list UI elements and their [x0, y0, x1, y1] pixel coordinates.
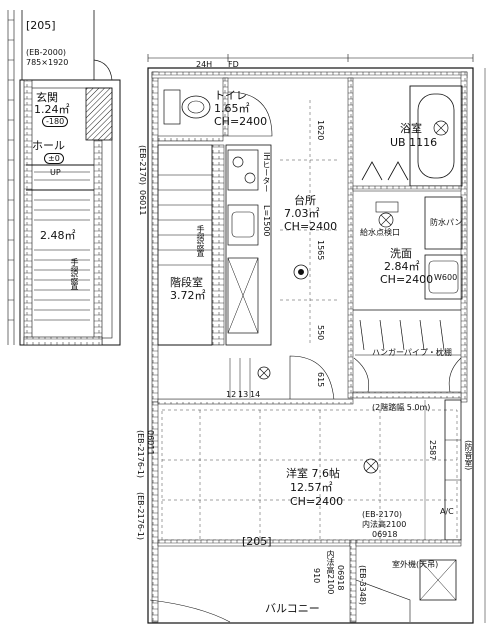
note-wall-left: 06011	[138, 190, 147, 216]
toilet-name: トイレ	[214, 89, 247, 102]
bath-spec: UB 1116	[390, 136, 438, 149]
western-name: 洋室 7.6帖	[286, 467, 340, 480]
balcony-outdoor-unit: 室外機(天吊)	[392, 560, 439, 569]
toilet-area: 1.65㎡	[214, 102, 250, 115]
dim-1620: 1620	[316, 120, 325, 141]
note-fd: FD	[228, 60, 239, 69]
entrance-level: -180	[42, 116, 69, 127]
washroom-ch: CH=2400	[380, 273, 434, 286]
main-walls	[147, 54, 486, 624]
hall-name: ホール	[32, 139, 65, 152]
hall-level: ±0	[44, 153, 64, 164]
washroom-faucet: 給水点検口	[360, 228, 400, 237]
balcony-inner-bottom: 内法高2100	[326, 550, 335, 595]
bath-name: 浴室	[400, 122, 422, 135]
kitchen-dim-1500: L=1500	[262, 205, 271, 237]
western-door-no: 06918	[372, 530, 398, 539]
kitchen-area: 7.03㎡	[284, 207, 320, 220]
washroom-pan: 防水パン	[430, 218, 463, 227]
note-24h: 24H	[196, 60, 213, 69]
ceiling-light-stair	[257, 366, 271, 380]
western-code: [205]	[242, 535, 272, 548]
hall-stair-note: 手摺設置	[70, 258, 79, 290]
western-area: 12.57㎡	[290, 481, 333, 494]
balcony-eb-left2: (EB-2176-1)	[136, 492, 145, 541]
stair-step-12: 12	[226, 390, 237, 399]
stair-name: 階段室	[170, 276, 203, 289]
ceiling-note: (2階踏幅 5.0m)	[372, 403, 431, 412]
hall-up: UP	[50, 168, 61, 177]
entrance-code: [205]	[26, 19, 56, 32]
washroom-name: 洗面	[390, 247, 412, 260]
stair-eb: (EB-2170)	[138, 145, 147, 186]
dim-910: 910	[312, 568, 321, 584]
entrance-name: 玄関	[36, 91, 58, 104]
western-ch: CH=2400	[290, 495, 344, 508]
dim-550: 550	[316, 325, 325, 341]
kitchen-heater: IHヒーター	[262, 152, 271, 193]
washroom-wd: W600	[434, 273, 458, 282]
washroom-area: 2.84㎡	[384, 260, 420, 273]
ceiling-light-western	[363, 458, 379, 474]
note-ac: A/C	[440, 507, 454, 516]
dim-615: 615	[316, 372, 325, 388]
kitchen-ch: CH=2400	[284, 220, 338, 233]
kitchen-name: 台所	[294, 194, 316, 207]
dim-1565: 1565	[316, 240, 325, 261]
balcony-eb-bottom: (EB-3348)	[358, 565, 367, 606]
stair-area: 3.72㎡	[170, 289, 206, 302]
hall-area: 2.48㎡	[40, 229, 76, 242]
note-wall-left2: 06011	[146, 430, 155, 456]
entrance-size: 785×1920	[26, 58, 69, 67]
toilet-ch: CH=2400	[214, 115, 268, 128]
stair-rail: 手摺設置	[196, 225, 205, 257]
note-boundary: (防音室)	[464, 440, 473, 471]
dim-2587: 2587	[428, 440, 437, 461]
entry-block	[7, 10, 121, 346]
washroom-hanger: ハンガーパイプ・枕棚	[372, 348, 452, 357]
ceiling-light-kitchen	[293, 264, 309, 280]
balcony-door-bottom: 06918	[336, 565, 345, 591]
western-inner-height: 内法高2100	[362, 520, 407, 529]
entrance-eb: (EB-2000)	[26, 48, 67, 57]
stair-step-14: 14	[250, 390, 261, 399]
balcony-name: バルコニー	[265, 602, 320, 615]
western-eb: (EB-2170)	[362, 510, 403, 519]
balcony-eb-left: (EB-2176-1)	[136, 430, 145, 479]
stair-step-13: 13	[238, 390, 249, 399]
entrance-area: 1.24㎡	[34, 103, 70, 116]
